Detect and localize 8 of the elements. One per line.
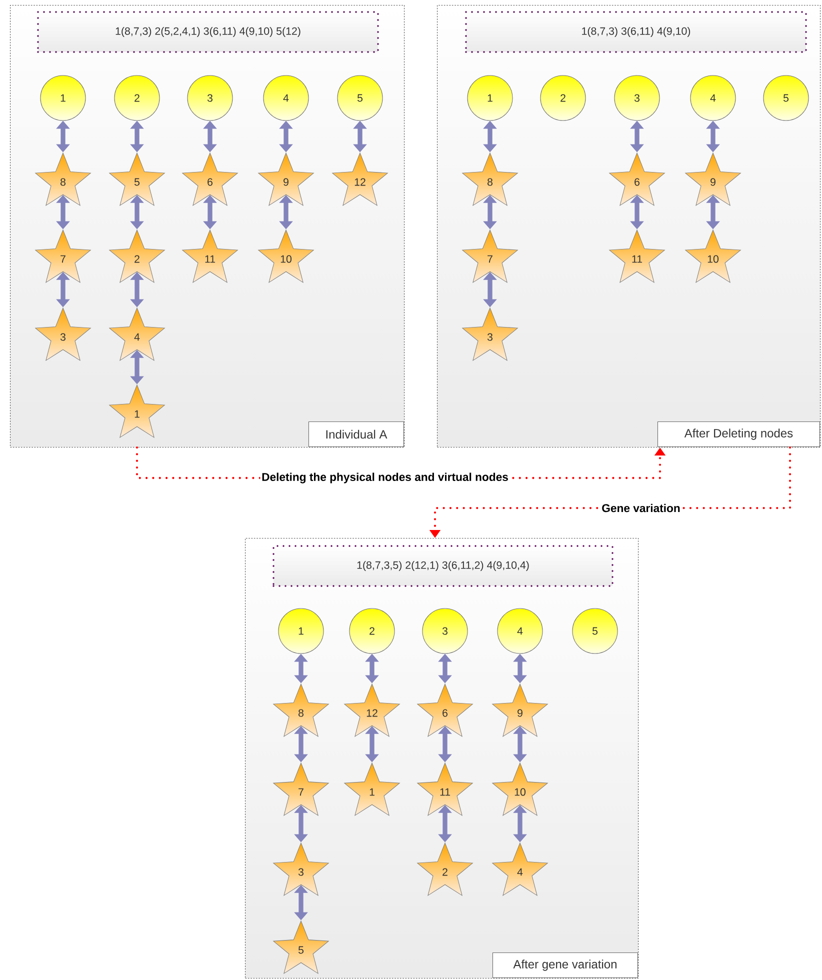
- edge-label: Deleting the physical nodes and virtual nodes: [260, 471, 510, 485]
- panel-caption-box: After gene variation: [492, 952, 638, 978]
- sequence-box: 1(8,7,3,5) 2(12,1) 3(6,11,2) 4(9,10,4): [272, 545, 614, 587]
- edge-label: Gene variation: [600, 502, 682, 514]
- sequence-box: 1(8,7,3) 2(5,2,4,1) 3(6,11) 4(9,10) 5(12): [37, 11, 379, 53]
- sequence-box: 1(8,7,3) 3(6,11) 4(9,10): [465, 11, 807, 53]
- panel-caption-box: After Deleting nodes: [657, 421, 820, 447]
- panel-caption-box: Individual A: [308, 421, 404, 447]
